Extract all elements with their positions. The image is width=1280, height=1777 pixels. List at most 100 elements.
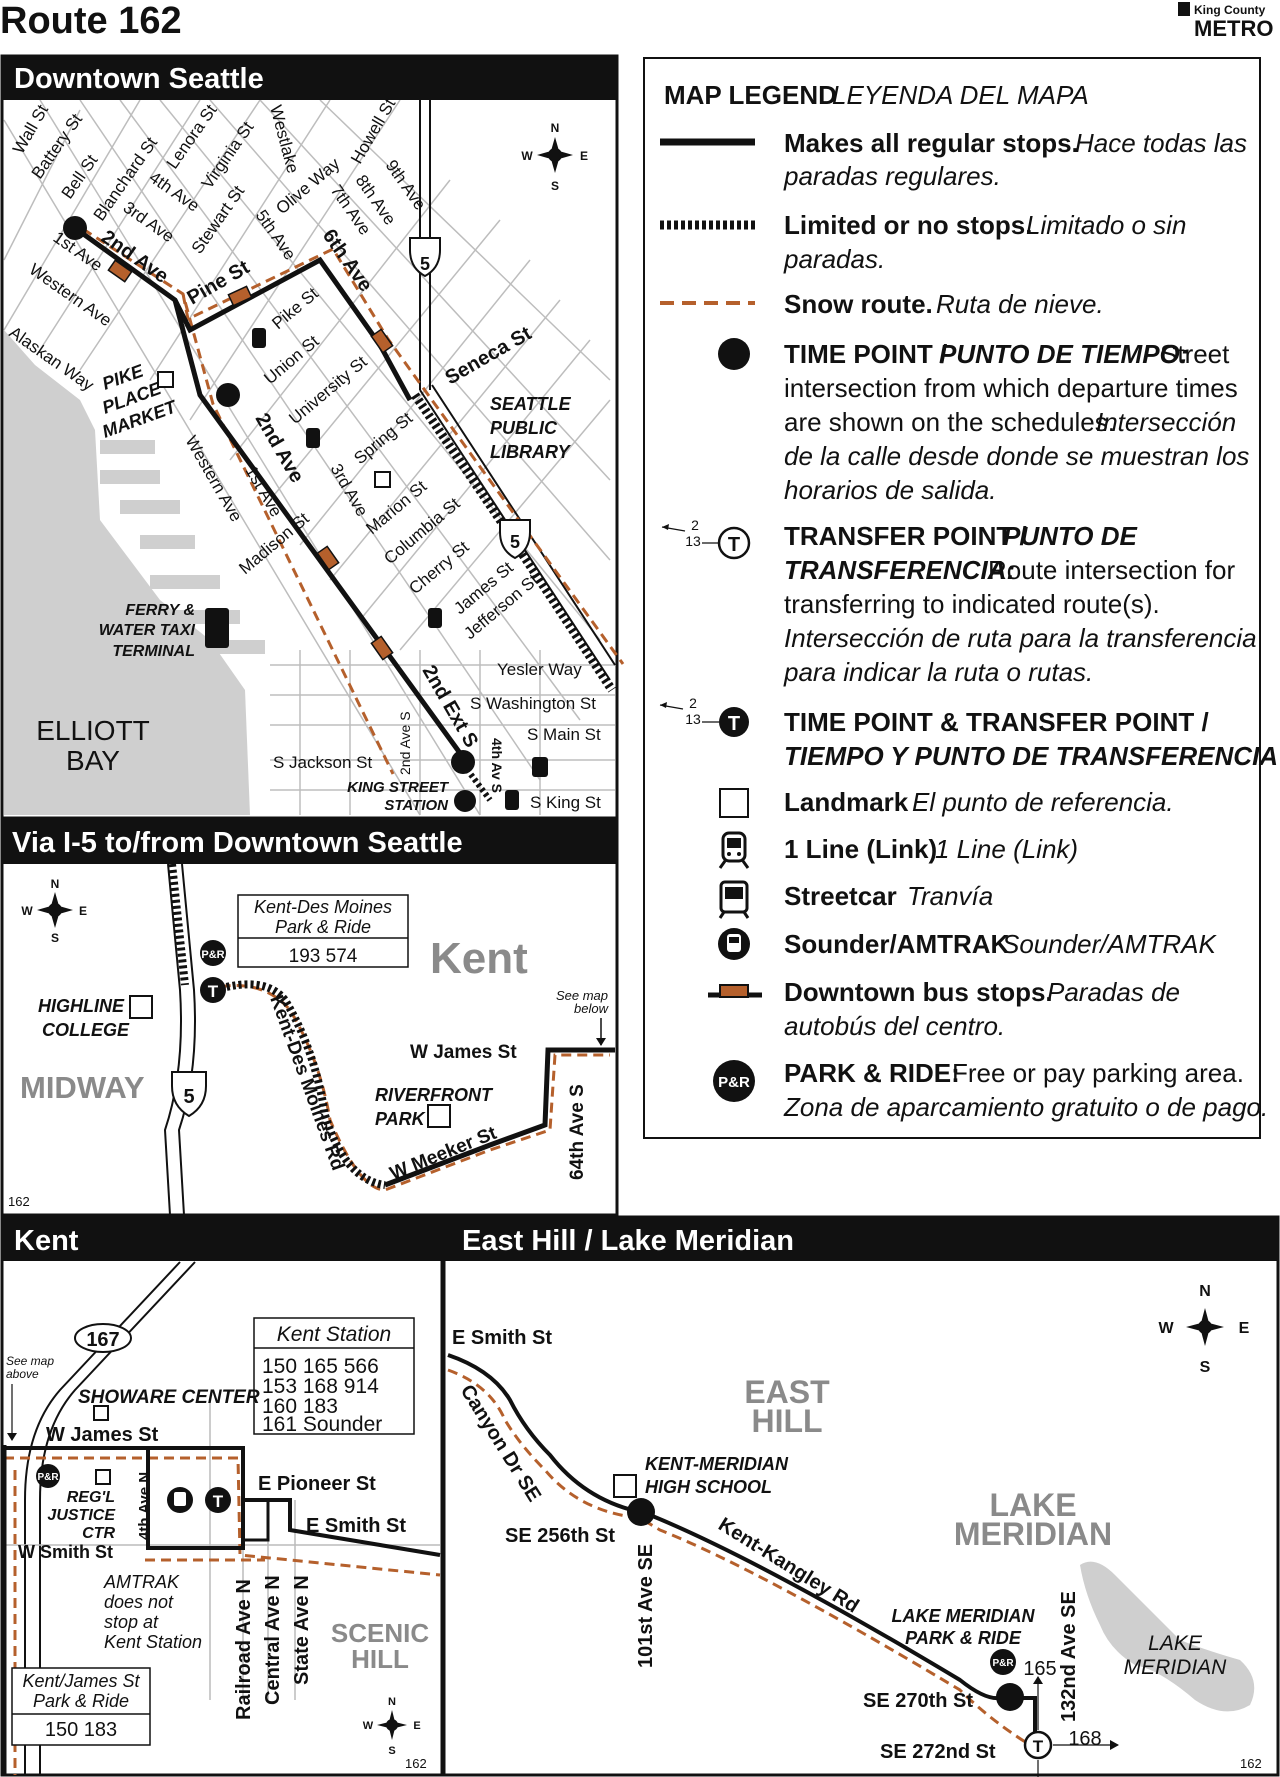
svg-text:SEATTLE: SEATTLE: [490, 394, 572, 414]
sr167-shield: [74, 1323, 132, 1353]
svg-text:HIGHLINE: HIGHLINE: [38, 996, 125, 1016]
limited-stops-i5: [168, 863, 189, 986]
svg-text:167: 167: [86, 1329, 119, 1351]
svg-text:MAP LEGEND: MAP LEGEND: [664, 80, 837, 110]
via-i5-panel-header: [2, 820, 617, 864]
page-number: 162: [1240, 1756, 1262, 1771]
svg-text:EAST: EAST: [744, 1374, 830, 1410]
svg-text:de la calle desde donde se mue: de la calle desde donde se muestran los: [784, 441, 1249, 471]
time-point-270th: [996, 1683, 1024, 1711]
svg-text:P&R: P&R: [37, 1472, 59, 1483]
kent-panel-header: [2, 1217, 442, 1261]
svg-text:2: 2: [689, 695, 697, 711]
svg-text:LAKE: LAKE: [989, 1487, 1076, 1523]
street-label: S Washington St: [470, 694, 596, 713]
svg-text:P&R: P&R: [992, 1658, 1014, 1669]
svg-text:AMTRAK: AMTRAK: [103, 1572, 180, 1592]
svg-text:Kent-Des Moines: Kent-Des Moines: [254, 897, 392, 917]
svg-text:N: N: [388, 1696, 396, 1708]
midway-area-label: MIDWAY: [20, 1070, 145, 1105]
svg-text:Makes all regular stops.: Makes all regular stops.: [784, 128, 1079, 158]
park-and-ride-icon: [990, 1649, 1016, 1675]
downtown-bus-stops: [107, 259, 394, 661]
svg-text:T: T: [728, 713, 740, 735]
svg-text:Landmark: Landmark: [784, 787, 909, 817]
page-number: 162: [8, 1194, 30, 1209]
svg-text:T: T: [728, 534, 740, 556]
time-and-transfer-point-kdm: [200, 977, 226, 1003]
kent-station-box: [253, 1317, 415, 1435]
svg-text:MERIDIAN: MERIDIAN: [954, 1516, 1112, 1552]
landmark-kent-meridian-hs: [613, 1474, 637, 1498]
svg-text:TIME POINT /: TIME POINT /: [784, 339, 947, 369]
street-label: State Ave N: [291, 1575, 313, 1685]
street-label: W Smith St: [18, 1542, 113, 1562]
svg-text:TRANSFER POINT /: TRANSFER POINT /: [784, 521, 1027, 551]
svg-text:paradas.: paradas.: [783, 244, 885, 274]
street-label: 64th Ave S: [567, 1084, 588, 1180]
svg-text:N: N: [1199, 1283, 1211, 1300]
street-label: 132nd Ave SE: [1058, 1591, 1080, 1722]
svg-text:S: S: [1200, 1359, 1211, 1376]
svg-text:See map: See map: [556, 988, 608, 1003]
street-label: SE 270th St: [863, 1690, 973, 1712]
svg-text:REG'L: REG'L: [67, 1489, 115, 1506]
svg-text:KENT-MERIDIAN: KENT-MERIDIAN: [645, 1454, 789, 1474]
svg-text:Sounder/AMTRAK: Sounder/AMTRAK: [1002, 929, 1218, 959]
svg-text:LAKE: LAKE: [1148, 1632, 1203, 1655]
kent-panel: Kent 167 T P&R Kent Station: [0, 1215, 444, 1777]
landmark-pike-market: [157, 371, 174, 388]
svg-text:150 165 566: 150 165 566: [262, 1355, 379, 1378]
link-station-icon: [306, 428, 320, 448]
link-station-icon: [505, 790, 519, 810]
svg-text:above: above: [6, 1367, 39, 1381]
compass-rose: N S W E: [1158, 1283, 1249, 1376]
landmark-regl-justice: [95, 1469, 111, 1485]
street-label: Yesler Way: [497, 660, 582, 679]
svg-text:SCENIC: SCENIC: [331, 1618, 429, 1648]
svg-text:below: below: [574, 1001, 610, 1016]
route-label: 168: [1068, 1728, 1101, 1750]
svg-text:LIBRARY: LIBRARY: [490, 442, 572, 462]
svg-text:autobús del centro.: autobús del centro.: [784, 1011, 1005, 1041]
snow-route-downtown: [82, 227, 625, 775]
compass-rose: N S W E: [521, 121, 588, 193]
svg-text:W: W: [521, 149, 533, 163]
svg-text:Zona de aparcamiento gratuito: Zona de aparcamiento gratuito o de pago.: [783, 1092, 1268, 1122]
svg-text:Paradas de: Paradas de: [1047, 977, 1180, 1007]
page-number: 162: [405, 1756, 427, 1771]
elliott-bay-label: ELLIOTT: [36, 715, 150, 746]
svg-text:E: E: [413, 1720, 420, 1732]
time-point-101st: [627, 1498, 655, 1526]
svg-text:Downtown bus stops.: Downtown bus stops.: [784, 977, 1053, 1007]
svg-text:RIVERFRONT: RIVERFRONT: [375, 1085, 494, 1105]
svg-text:150 183: 150 183: [45, 1719, 117, 1741]
elliott-bay-label: BAY: [66, 745, 120, 776]
svg-text:intersection from which depart: intersection from which departure times: [784, 373, 1238, 403]
street-label: SE 272nd St: [880, 1741, 996, 1763]
park-and-ride-icon: [36, 1464, 60, 1488]
limited-stops-kdm: [213, 980, 386, 1189]
svg-text:Via I-5 to/from Downtown Seatt: Via I-5 to/from Downtown Seattle: [12, 827, 463, 859]
downtown-panel: 5 5 N S W E Downtown Seattle Wall St Bat…: [0, 54, 625, 820]
street-label: S Main St: [527, 725, 601, 744]
svg-text:MERIDIAN: MERIDIAN: [1124, 1656, 1228, 1679]
link-train-icon: [718, 831, 750, 869]
svg-text:Park & Ride: Park & Ride: [33, 1691, 129, 1711]
sounder-amtrak-icon: [718, 928, 750, 960]
svg-text:Route intersection for: Route intersection for: [988, 555, 1235, 585]
svg-text:FERRY &: FERRY &: [125, 602, 195, 619]
kdm-pr-box: [237, 894, 409, 968]
svg-text:Tranvía: Tranvía: [907, 881, 993, 911]
svg-text:Free or pay parking area.: Free or pay parking area.: [952, 1058, 1244, 1088]
svg-text:does not: does not: [104, 1592, 174, 1612]
i5-shield: 5: [499, 519, 531, 560]
svg-text:CTR: CTR: [82, 1525, 115, 1542]
landmark-highline: [129, 995, 153, 1019]
svg-text:SHOWARE CENTER: SHOWARE CENTER: [78, 1387, 260, 1408]
landmark-showare: [93, 1405, 109, 1421]
street-label: 4th Ave N: [136, 1472, 153, 1540]
svg-text:S: S: [551, 179, 559, 193]
svg-text:PARK & RIDE:: PARK & RIDE:: [784, 1058, 960, 1088]
